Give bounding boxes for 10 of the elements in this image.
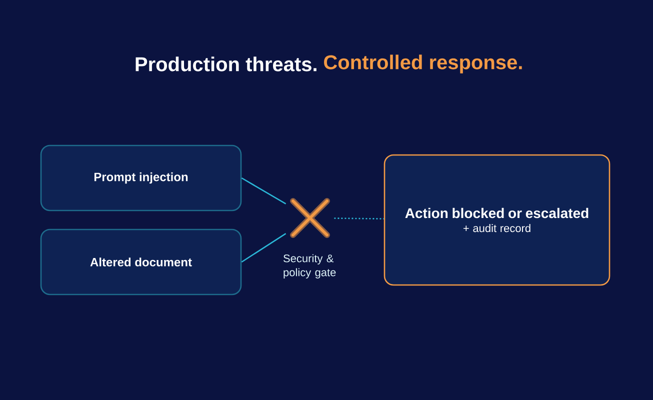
gate-cross	[290, 198, 330, 238]
connector	[334, 218, 384, 220]
threat-box: Altered document	[40, 228, 242, 296]
connector	[241, 233, 286, 263]
gate-caption: Security & policy gate	[284, 254, 336, 278]
subtitle: Controlled response.	[324, 54, 522, 74]
outcome-box: Action blocked or escalated + audit record	[384, 154, 610, 286]
title: Production threats.	[136, 56, 316, 72]
threat-box: Prompt injection	[40, 144, 242, 212]
connector	[241, 177, 286, 204]
